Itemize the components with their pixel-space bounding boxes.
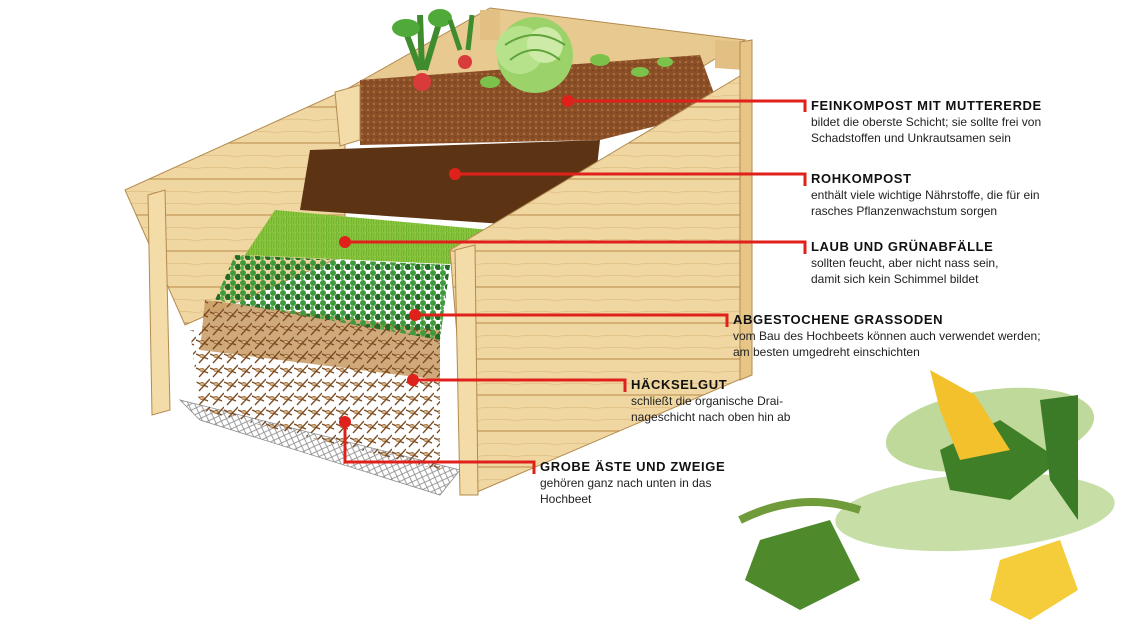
layer-desc: enthält viele wichtige Nährstoffe, die f… [811, 187, 1040, 219]
desc-line: sollten feucht, aber nicht nass sein, [811, 256, 999, 270]
label-aeste: GROBE ÄSTE UND ZWEIGE gehören ganz nach … [540, 459, 725, 507]
layer-desc: schließt die organische Drai- nageschich… [631, 393, 790, 425]
desc-line: rasches Pflanzenwachstum sorgen [811, 204, 998, 218]
label-feinkompost: FEINKOMPOST MIT MUTTERERDE bildet die ob… [811, 98, 1042, 146]
layer-title: ABGESTOCHENE GRASSODEN [733, 312, 944, 327]
layer-title: ROHKOMPOST [811, 171, 912, 186]
desc-line: schließt die organische Drai- [631, 394, 784, 408]
desc-line: gehören ganz nach unten in das [540, 476, 712, 490]
seedlings [480, 54, 673, 88]
layer-desc: gehören ganz nach unten in das Hochbeet [540, 475, 725, 507]
leader-feinkompost [562, 95, 807, 112]
desc-line: vom Bau des Hochbeets können auch verwen… [733, 329, 1041, 343]
leader-aeste [339, 416, 536, 474]
label-laub: LAUB UND GRÜNABFÄLLE sollten feucht, abe… [811, 239, 998, 287]
layer-title: HÄCKSELGUT [631, 377, 728, 392]
label-grassoden: ABGESTOCHENE GRASSODEN vom Bau des Hochb… [733, 312, 1041, 360]
label-haeckselgut: HÄCKSELGUT schließt die organische Drai-… [631, 377, 790, 425]
desc-line: nageschicht nach oben hin ab [631, 410, 791, 424]
layer-grass-sod [215, 255, 450, 340]
layer-title: LAUB UND GRÜNABFÄLLE [811, 239, 994, 254]
desc-line: Schadstoffen und Unkrautsamen sein [811, 131, 1011, 145]
layer-desc: bildet die oberste Schicht; sie sollte f… [811, 114, 1042, 146]
desc-line: Hochbeet [540, 492, 592, 506]
desc-line: damit sich kein Schimmel bildet [811, 272, 979, 286]
desc-line: am besten umgedreht einschichten [733, 345, 920, 359]
label-rohkompost: ROHKOMPOST enthält viele wichtige Nährst… [811, 171, 1040, 219]
zucchini-photo [738, 370, 1115, 620]
desc-line: bildet die oberste Schicht; sie sollte f… [811, 115, 1042, 129]
desc-line: enthält viele wichtige Nährstoffe, die f… [811, 188, 1040, 202]
layer-desc: vom Bau des Hochbeets können auch verwen… [733, 328, 1041, 360]
layer-title: GROBE ÄSTE UND ZWEIGE [540, 459, 726, 474]
lettuce-icon [496, 17, 573, 93]
leader-laub [339, 236, 807, 254]
leader-grassoden [409, 309, 729, 327]
radish-icon [392, 9, 475, 91]
layer-title: FEINKOMPOST MIT MUTTERERDE [811, 98, 1042, 113]
leader-rohkompost [449, 168, 807, 186]
layer-desc: sollten feucht, aber nicht nass sein, da… [811, 255, 998, 287]
leader-haeckselgut [407, 374, 627, 392]
